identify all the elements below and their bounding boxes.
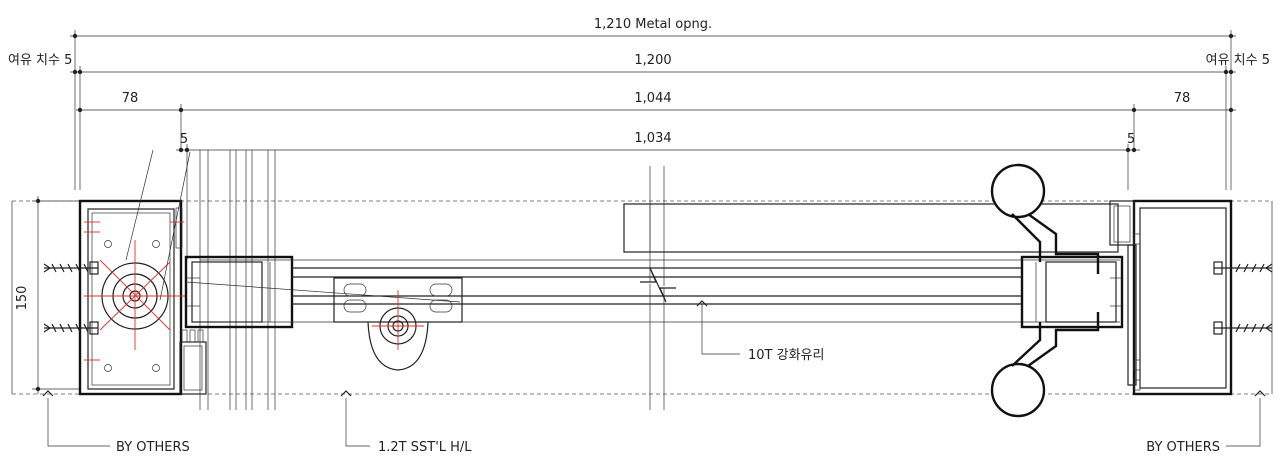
leaders xyxy=(42,300,1266,447)
right-offset-dimension: 78 xyxy=(1174,91,1191,106)
middle-width-dimension: 1,044 xyxy=(634,91,671,106)
glass-label: 10T 강화유리 xyxy=(748,348,824,363)
left-clearance-dimension: 여유 치수 5 xyxy=(8,53,72,68)
right-clearance-dimension: 여유 치수 5 xyxy=(1206,53,1270,68)
vertical-band-lines xyxy=(199,150,276,410)
handle-material-label: 1.2T SST'L H/L xyxy=(378,440,472,455)
dimension-texts: 1,210 Metal opng. 여유 치수 5 여유 치수 5 1,200 … xyxy=(8,17,1270,310)
left-offset-dimension: 78 xyxy=(122,91,139,106)
top-rail xyxy=(623,203,1119,253)
door-leaf xyxy=(184,166,1124,410)
opening-lines xyxy=(11,200,1273,395)
door-handle xyxy=(990,163,1100,418)
dimension-lines xyxy=(32,30,1236,394)
inner-width-dimension: 1,200 xyxy=(634,53,671,68)
left-frame xyxy=(78,149,207,396)
metal-opening-dimension: 1,210 Metal opng. xyxy=(594,17,712,32)
by-others-right-label: BY OTHERS xyxy=(1146,440,1220,455)
left-anchor-screws xyxy=(43,261,99,335)
right-frame xyxy=(1109,199,1233,396)
annotation-labels: BY OTHERS 1.2T SST'L H/L 10T 강화유리 BY OTH… xyxy=(116,348,1220,455)
right-anchor-screws xyxy=(1213,261,1273,335)
small-right-dimension: 5 xyxy=(1127,132,1135,147)
small-left-dimension: 5 xyxy=(180,132,188,147)
depth-dimension: 150 xyxy=(15,286,30,311)
by-others-left-label: BY OTHERS xyxy=(116,440,190,455)
floor-pivot xyxy=(333,277,463,371)
glass-width-dimension: 1,034 xyxy=(634,131,671,146)
